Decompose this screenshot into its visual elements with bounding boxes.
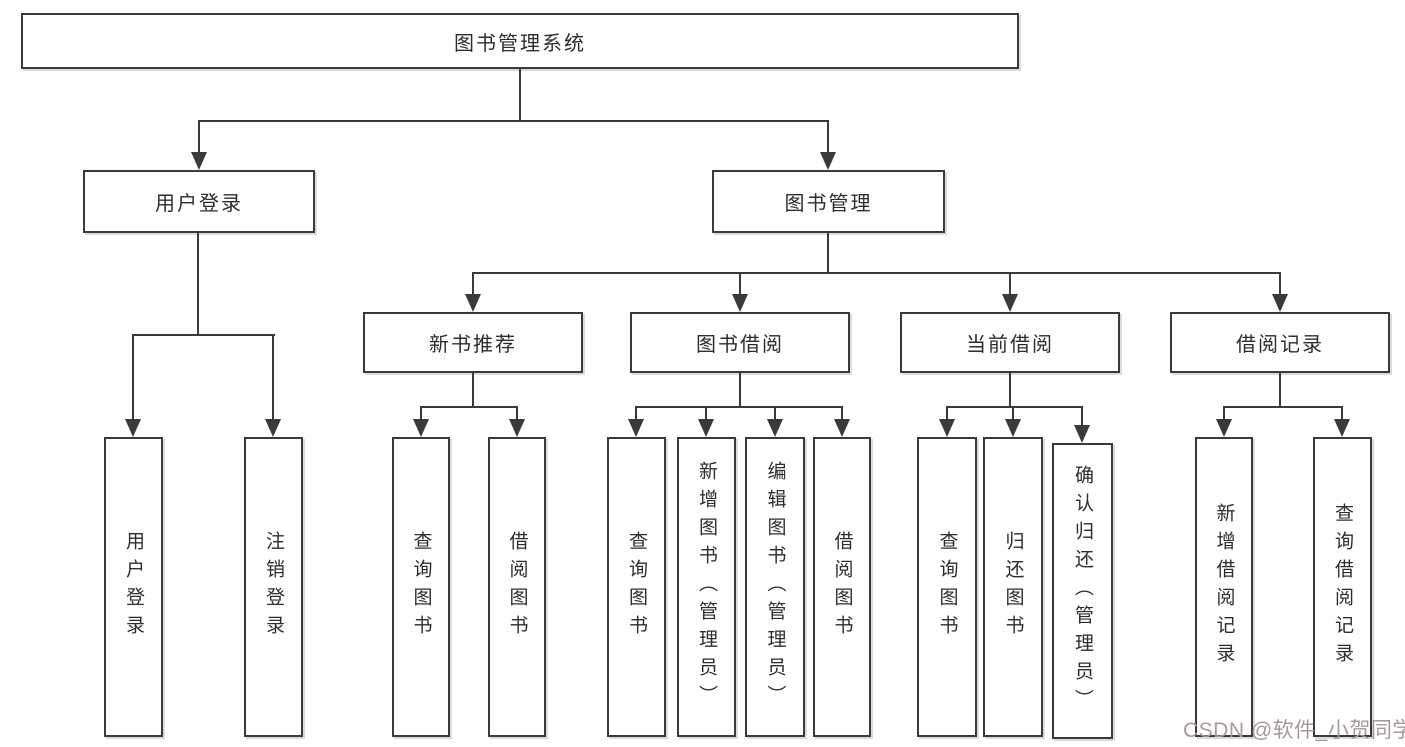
connector-rail <box>1223 406 1343 408</box>
connector-stem <box>1279 373 1281 408</box>
node-label: 查询图书 <box>410 531 432 643</box>
leaf-return-books: 归还图书 <box>983 437 1043 737</box>
node-book-management-system: 图书管理系统 <box>21 13 1019 69</box>
leaf-confirm-return-admin: 确认归还（管理员） <box>1052 443 1113 739</box>
arrowhead-down <box>265 419 281 437</box>
connector-drop <box>132 334 134 420</box>
connector-drop <box>841 406 843 421</box>
connector-drop <box>1012 406 1014 421</box>
connector-drop <box>705 406 707 421</box>
connector-stem <box>1009 373 1011 408</box>
csdn-watermark: CSDN @软件_小贺同学 <box>1183 719 1405 742</box>
arrowhead-down <box>1334 419 1350 437</box>
connector-drop <box>1279 272 1281 296</box>
connector-user-stem <box>197 233 199 336</box>
arrowhead-down <box>1002 294 1018 312</box>
connector-drop <box>272 334 274 420</box>
node-new-book-recommend: 新书推荐 <box>363 312 583 373</box>
connector-drop <box>774 406 776 421</box>
leaf-borrow-books-recommend: 借阅图书 <box>488 437 546 737</box>
connector-drop <box>946 406 948 421</box>
connector-drop <box>198 120 200 154</box>
node-book-management: 图书管理 <box>712 170 945 233</box>
node-user-login: 用户登录 <box>83 170 315 233</box>
arrowhead-down <box>1074 425 1090 443</box>
arrowhead-down <box>628 419 644 437</box>
node-label: 新增借阅记录 <box>1213 503 1235 671</box>
node-label: 查询图书 <box>626 531 647 643</box>
node-label: 当前借阅 <box>966 334 1054 356</box>
leaf-user-login: 用户登录 <box>104 437 163 737</box>
leaf-add-borrow-record: 新增借阅记录 <box>1195 437 1253 737</box>
node-label: 借阅图书 <box>506 531 528 643</box>
connector-level3-rail <box>472 272 1281 274</box>
arrowhead-down <box>1272 294 1288 312</box>
connector-drop <box>1009 272 1011 296</box>
arrowhead-down <box>834 419 850 437</box>
node-label: 查询图书 <box>936 531 958 643</box>
node-label: 新书推荐 <box>429 334 517 356</box>
connector-stem <box>472 373 474 408</box>
connector-user-rail <box>132 334 275 336</box>
leaf-query-books-recommend: 查询图书 <box>392 437 450 737</box>
connector-stem <box>739 373 741 408</box>
leaf-add-books-admin: 新增图书（管理员） <box>677 437 736 737</box>
node-label: 新增图书（管理员） <box>696 461 717 713</box>
connector-drop <box>472 272 474 296</box>
arrowhead-down <box>939 419 955 437</box>
node-label: 归还图书 <box>1002 531 1024 643</box>
arrowhead-down <box>413 419 429 437</box>
node-label: 查询借阅记录 <box>1332 503 1353 671</box>
leaf-edit-books-admin: 编辑图书（管理员） <box>745 437 805 737</box>
connector-drop <box>1341 406 1343 421</box>
node-label: 注销登录 <box>263 531 284 643</box>
leaf-logout: 注销登录 <box>244 437 303 737</box>
node-label: 借阅记录 <box>1236 334 1324 356</box>
node-label: 确认归还（管理员） <box>1072 465 1093 717</box>
arrowhead-down <box>767 419 783 437</box>
connector-drop <box>827 120 829 154</box>
node-label: 用户登录 <box>123 531 144 643</box>
connector-root-stem <box>519 69 521 122</box>
arrowhead-down <box>1216 419 1232 437</box>
leaf-borrow-books: 借阅图书 <box>813 437 871 737</box>
leaf-query-books-borrowing: 查询图书 <box>607 437 666 737</box>
arrowhead-down <box>509 419 525 437</box>
node-label: 编辑图书（管理员） <box>764 461 786 713</box>
node-book-borrowing: 图书借阅 <box>630 312 850 373</box>
arrowhead-down <box>820 152 836 170</box>
arrowhead-down <box>465 294 481 312</box>
node-label: 图书管理系统 <box>454 32 586 55</box>
connector-drop <box>1081 406 1083 427</box>
node-borrowing-records: 借阅记录 <box>1170 312 1390 373</box>
arrowhead-down <box>125 419 141 437</box>
node-label: 图书管理 <box>784 193 873 215</box>
arrowhead-down <box>1005 419 1021 437</box>
node-label: 借阅图书 <box>831 531 853 643</box>
node-label: 图书借阅 <box>696 334 784 356</box>
arrowhead-down <box>191 152 207 170</box>
connector-drop <box>420 406 422 421</box>
connector-level2-rail <box>198 120 829 122</box>
node-label: 用户登录 <box>155 193 243 215</box>
leaf-query-books-current: 查询图书 <box>917 437 977 737</box>
connector-mgmt-stem <box>827 233 829 273</box>
connector-rail <box>946 406 1083 408</box>
leaf-query-borrow-record: 查询借阅记录 <box>1313 437 1372 737</box>
connector-drop <box>739 272 741 296</box>
connector-drop <box>1223 406 1225 421</box>
connector-drop <box>635 406 637 421</box>
connector-rail <box>420 406 518 408</box>
arrowhead-down <box>698 419 714 437</box>
node-current-borrowing: 当前借阅 <box>900 312 1120 373</box>
connector-rail <box>635 406 843 408</box>
arrowhead-down <box>732 294 748 312</box>
connector-drop <box>516 406 518 421</box>
